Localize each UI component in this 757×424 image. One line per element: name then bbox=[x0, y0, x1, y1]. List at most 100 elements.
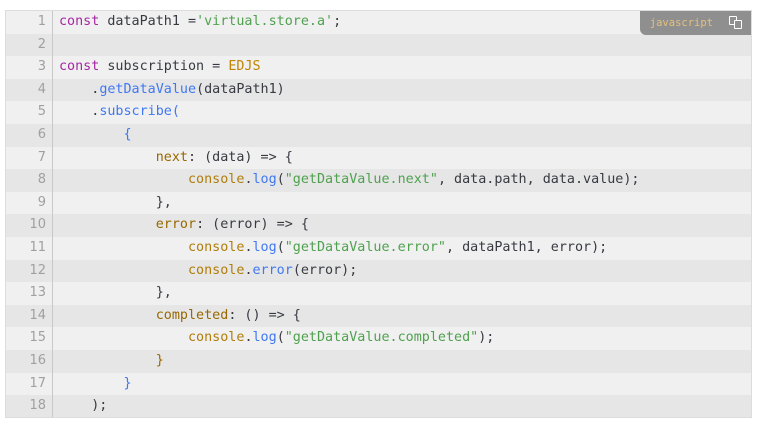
line-code: error: (error) => { bbox=[53, 214, 309, 237]
line-code: completed: () => { bbox=[53, 305, 301, 328]
line-number: 5 bbox=[6, 101, 53, 124]
code-line: 9 }, bbox=[6, 191, 751, 215]
code-token: 'virtual.store.a' bbox=[196, 14, 334, 29]
code-token: . bbox=[244, 262, 253, 278]
line-code: console.log("getDataValue.completed"); bbox=[53, 327, 494, 350]
line-number: 18 bbox=[6, 395, 53, 417]
code-token: . bbox=[244, 172, 253, 188]
code-token: . bbox=[59, 104, 100, 120]
line-number: 10 bbox=[6, 214, 53, 237]
line-number: 12 bbox=[6, 259, 53, 283]
code-token: (dataPath1) bbox=[196, 81, 285, 97]
code-token: log bbox=[252, 239, 277, 255]
code-token: EDJS bbox=[228, 59, 261, 75]
code-line: 11 console.log("getDataValue.error", dat… bbox=[6, 236, 751, 260]
line-number: 13 bbox=[6, 282, 53, 305]
code-line: 18 ); bbox=[6, 395, 751, 417]
line-number: 17 bbox=[6, 372, 53, 396]
code-token: . bbox=[59, 81, 100, 97]
code-token: const bbox=[59, 59, 100, 75]
line-code: .getDataValue(dataPath1) bbox=[53, 79, 285, 102]
code-token: }, bbox=[59, 194, 172, 210]
line-code: console.log("getDataValue.next", data.pa… bbox=[53, 169, 640, 192]
code-token: "getDataValue.error" bbox=[284, 239, 446, 255]
line-number: 14 bbox=[6, 304, 53, 328]
code-token: console bbox=[59, 330, 245, 346]
line-number: 6 bbox=[6, 123, 53, 147]
line-number: 15 bbox=[6, 327, 53, 350]
line-code: ); bbox=[53, 395, 108, 417]
line-code: next: (data) => { bbox=[53, 147, 293, 170]
code-line: 6 { bbox=[6, 123, 751, 147]
code-token: }, bbox=[59, 285, 172, 301]
line-code bbox=[53, 34, 59, 57]
line-code: console.error(error); bbox=[53, 260, 357, 283]
code-token: console bbox=[59, 239, 245, 255]
code-token: subscription = bbox=[99, 59, 229, 75]
line-code: console.log("getDataValue.error", dataPa… bbox=[53, 237, 607, 260]
line-number: 9 bbox=[6, 191, 53, 215]
line-number: 16 bbox=[6, 349, 53, 373]
code-line: 2 bbox=[6, 33, 751, 57]
code-token: const bbox=[59, 14, 100, 29]
code-line: 14 completed: () => { bbox=[6, 304, 751, 328]
code-token: completed bbox=[59, 307, 229, 323]
line-number: 4 bbox=[6, 78, 53, 102]
code-token: "getDataValue.completed" bbox=[284, 330, 479, 346]
line-code: const dataPath1 ='virtual.store.a'; bbox=[53, 11, 341, 34]
code-token: "getDataValue.next" bbox=[284, 172, 438, 188]
language-label: javascript bbox=[649, 17, 713, 29]
code-line: 10 error: (error) => { bbox=[6, 214, 751, 237]
code-token: console bbox=[59, 172, 245, 188]
code-token: , dataPath1, error); bbox=[446, 239, 608, 255]
code-token: ); bbox=[478, 330, 495, 346]
code-token: dataPath1 = bbox=[99, 14, 197, 29]
code-line: 12 console.error(error); bbox=[6, 259, 751, 283]
code-token: error bbox=[59, 217, 197, 233]
code-toolbar: javascript bbox=[639, 11, 751, 35]
code-token: subscribe( bbox=[99, 104, 180, 120]
line-number: 8 bbox=[6, 169, 53, 192]
line-number: 11 bbox=[6, 236, 53, 260]
line-code: } bbox=[53, 350, 164, 373]
code-token: ( bbox=[276, 239, 285, 255]
code-token: } bbox=[59, 375, 132, 391]
code-token: (error); bbox=[292, 262, 358, 278]
code-line: 16 } bbox=[6, 349, 751, 373]
code-line: 5 .subscribe( bbox=[6, 101, 751, 124]
code-token: . bbox=[244, 330, 253, 346]
code-line: 4 .getDataValue(dataPath1) bbox=[6, 78, 751, 102]
code-token: : (error) => { bbox=[196, 217, 309, 233]
code-line: 13 }, bbox=[6, 282, 751, 305]
line-code: .subscribe( bbox=[53, 101, 180, 124]
line-number: 7 bbox=[6, 146, 53, 170]
line-code: }, bbox=[53, 282, 172, 305]
code-token: ; bbox=[333, 14, 342, 29]
code-line: 8 console.log("getDataValue.next", data.… bbox=[6, 169, 751, 192]
code-line: 17 } bbox=[6, 372, 751, 396]
line-code: { bbox=[53, 124, 131, 147]
code-line: 7 next: (data) => { bbox=[6, 146, 751, 170]
code-token: next bbox=[59, 149, 188, 165]
code-token: log bbox=[252, 172, 277, 188]
line-number: 2 bbox=[6, 33, 53, 57]
line-number: 1 bbox=[6, 11, 53, 34]
copy-icon[interactable] bbox=[729, 16, 743, 30]
code-token: log bbox=[252, 330, 277, 346]
line-number: 3 bbox=[6, 56, 53, 79]
code-line: 15 console.log("getDataValue.completed")… bbox=[6, 327, 751, 350]
code-token: ( bbox=[276, 330, 285, 346]
line-code: const subscription = EDJS bbox=[53, 56, 261, 79]
code-token: error bbox=[252, 262, 293, 278]
code-token: : (data) => { bbox=[188, 149, 293, 165]
code-token: ); bbox=[59, 398, 108, 414]
code-token: . bbox=[244, 239, 253, 255]
code-token: ( bbox=[276, 172, 285, 188]
code-token: console bbox=[59, 262, 245, 278]
line-code: } bbox=[53, 373, 132, 396]
code-token: } bbox=[59, 352, 164, 368]
